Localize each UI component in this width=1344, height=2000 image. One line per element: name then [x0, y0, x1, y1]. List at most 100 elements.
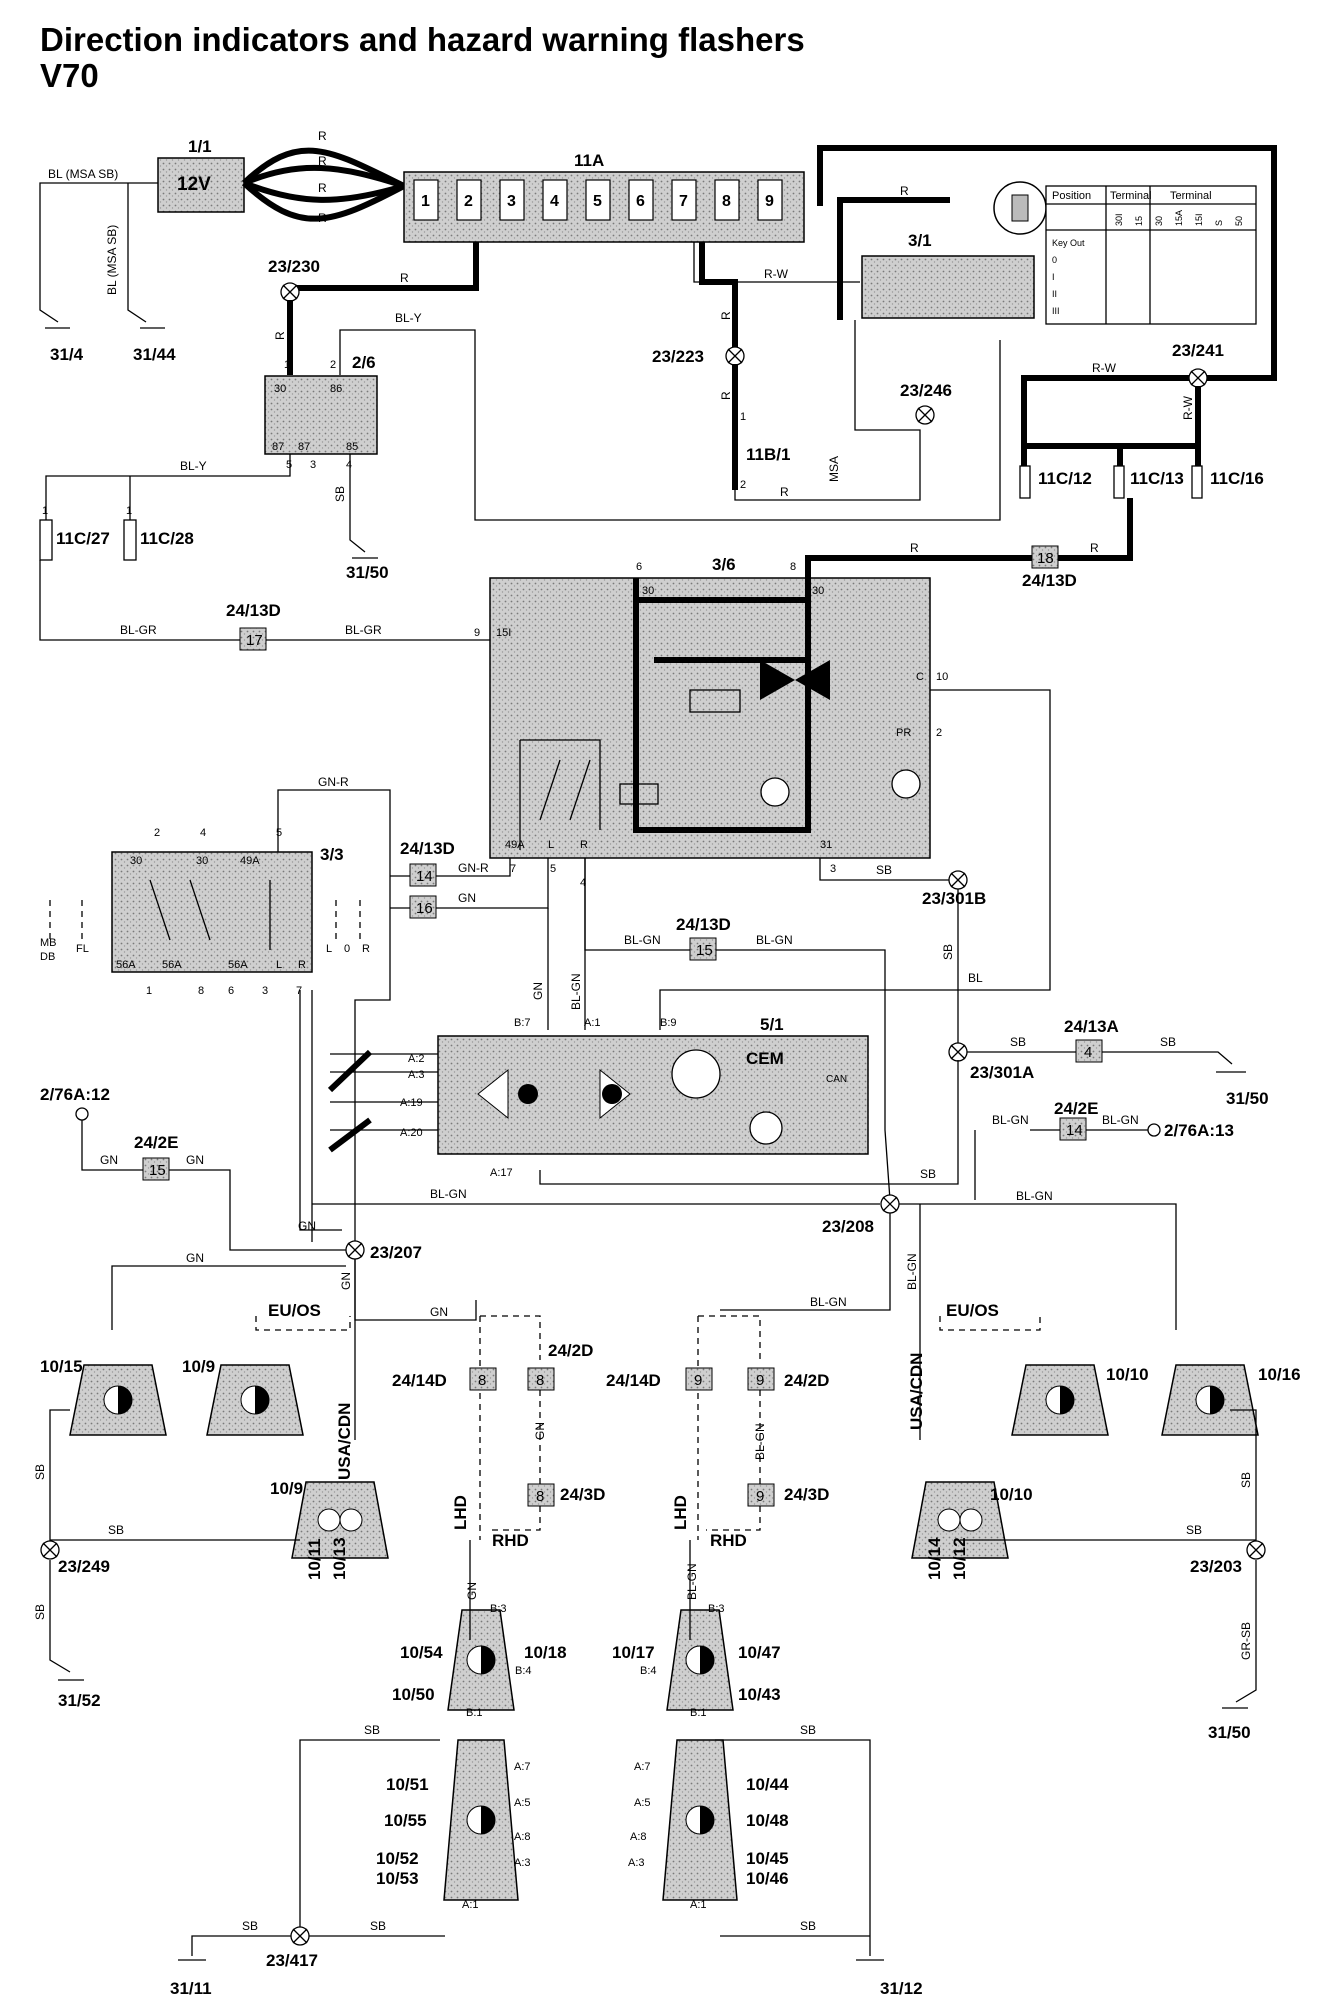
pin-label: 3: [262, 985, 268, 997]
lamp-pin-label: B:4: [515, 1665, 532, 1677]
connector-number: 15: [696, 942, 713, 959]
connector-24-14d: 24/14D: [392, 1371, 447, 1390]
wire-label-bl: BL: [968, 971, 983, 985]
terminal-label: 50: [1234, 216, 1244, 226]
fuse-pin-label: 7: [679, 193, 688, 210]
lamp-ref: 10/14: [925, 1537, 944, 1580]
connector-11c-12: 11C/12: [1038, 469, 1092, 488]
wire-label-sb: SB: [876, 863, 892, 877]
wire-label-gn: GN: [458, 891, 476, 905]
table-header-terminal: Terminal: [1110, 190, 1152, 202]
wire-label-sb: SB: [1010, 1035, 1026, 1049]
pin-label: 15I: [496, 627, 511, 639]
pin-label: 2: [330, 359, 336, 371]
wire-label-gn: GN: [533, 1422, 547, 1440]
wire-label-bl-gn: BL-GN: [992, 1113, 1029, 1127]
lamp-pin-label: A:3: [514, 1857, 531, 1869]
pin-label: 2: [740, 479, 746, 491]
wire-label-r: R: [400, 271, 409, 285]
wire-label-gr-sb: GR-SB: [1239, 1622, 1253, 1660]
junction-23-301b: 23/301B: [922, 889, 986, 908]
connector-11b-1: 11B/1: [746, 445, 790, 464]
lamp-ref: 10/55: [384, 1811, 427, 1830]
connector-2-76a-12: 2/76A:12: [40, 1085, 110, 1104]
pin-label: 10: [936, 671, 948, 683]
connector-11c-28: 11C/28: [140, 529, 194, 548]
wire-label-sb: SB: [800, 1919, 816, 1933]
pin-label: 4: [580, 877, 586, 889]
lamp-pin-label: A:8: [514, 1831, 531, 1843]
pin-label: 3: [830, 863, 836, 875]
pin-label: 9: [474, 627, 480, 639]
pin-label: A:19: [400, 1097, 423, 1109]
fuse-pin-label: 1: [421, 193, 430, 210]
lamp-ref: 10/44: [746, 1775, 789, 1794]
wire-label-sb: SB: [920, 1167, 936, 1181]
pin-label: 49A: [505, 839, 525, 851]
wire-label-gn: GN: [465, 1582, 479, 1600]
lhd-label: LHD: [671, 1495, 690, 1530]
ground-31-11: 31/11: [170, 1979, 212, 1998]
wire-label-r-w: R-W: [1181, 395, 1195, 420]
wire-label-sb: SB: [370, 1919, 386, 1933]
lamp-housing: [443, 1739, 519, 1901]
table-header-position: Position: [1052, 190, 1091, 202]
rhd-label: RHD: [710, 1531, 747, 1550]
wire-label-sb: SB: [364, 1723, 380, 1737]
pin-label: 8: [198, 985, 204, 997]
wire-label-r: R: [900, 184, 909, 198]
lhd-label: LHD: [451, 1495, 470, 1530]
lamp-pin-label: A:8: [630, 1831, 647, 1843]
indicator-switch-3-3: 3/3: [111, 845, 344, 973]
lamp-housing: [447, 1609, 515, 1711]
wire-label-sb: SB: [1186, 1523, 1202, 1537]
pin-label: A:20: [400, 1127, 423, 1139]
pin-label: PR: [896, 727, 911, 739]
pin-label: 3: [310, 459, 316, 471]
lamp-ref: 10/10: [1106, 1365, 1149, 1384]
pin-label: 30: [130, 855, 142, 867]
lamp-housing: [206, 1364, 304, 1436]
wire-label-gn-r: GN-R: [318, 775, 349, 789]
connector-number: 8: [478, 1372, 486, 1389]
pin-label: 31: [820, 839, 832, 851]
lamp-pin-label: A:7: [514, 1761, 531, 1773]
wire-label-gn: GN: [186, 1153, 204, 1167]
fuse-pin-label: 3: [507, 193, 516, 210]
wire-label-gn: GN: [186, 1251, 204, 1265]
lamp-ref: 10/45: [746, 1849, 789, 1868]
connector-11c-16: 11C/16: [1210, 469, 1264, 488]
lamp-ref: 10/10: [990, 1485, 1033, 1504]
wire-label-r: R: [780, 485, 789, 499]
pin-label: R: [298, 959, 306, 971]
lamp-ref: 10/43: [738, 1685, 781, 1704]
pin-label: 5: [550, 863, 556, 875]
fuse-pin-label: 5: [593, 193, 602, 210]
junction-23-203: 23/203: [1190, 1557, 1242, 1576]
indicator-switch-ref: 3/3: [320, 845, 344, 864]
pin-label: L: [548, 839, 554, 851]
lamp-ref: 10/11: [305, 1538, 324, 1580]
pin-label: 5: [276, 827, 282, 839]
connector-24-3d: 24/3D: [560, 1485, 605, 1504]
ground-31-4: 31/4: [50, 345, 84, 364]
wire-label-bl-y: BL-Y: [395, 311, 422, 325]
lamp-ref: 10/9: [182, 1357, 215, 1376]
pin-label: 87: [272, 441, 284, 453]
ground-31-44: 31/44: [133, 345, 176, 364]
switch-pos-label: R: [362, 943, 370, 955]
fuse-pin-label: 6: [636, 193, 645, 210]
wire-label-r: R: [318, 154, 327, 168]
ground-31-50: 31/50: [1208, 1723, 1251, 1742]
connector-24-13d: 24/13D: [676, 915, 731, 934]
region-usa-cdn: USA/CDN: [907, 1353, 926, 1430]
connector-number: 17: [246, 632, 263, 649]
pin-label: B:7: [514, 1017, 531, 1029]
lamp-pin-label: A:7: [634, 1761, 651, 1773]
lamp-pin-label: A:5: [634, 1797, 651, 1809]
lamp-housing: [911, 1481, 1009, 1559]
pin-label: 87: [298, 441, 310, 453]
fuse-pin-label: 2: [464, 193, 473, 210]
wire-label-r: R: [719, 391, 733, 400]
